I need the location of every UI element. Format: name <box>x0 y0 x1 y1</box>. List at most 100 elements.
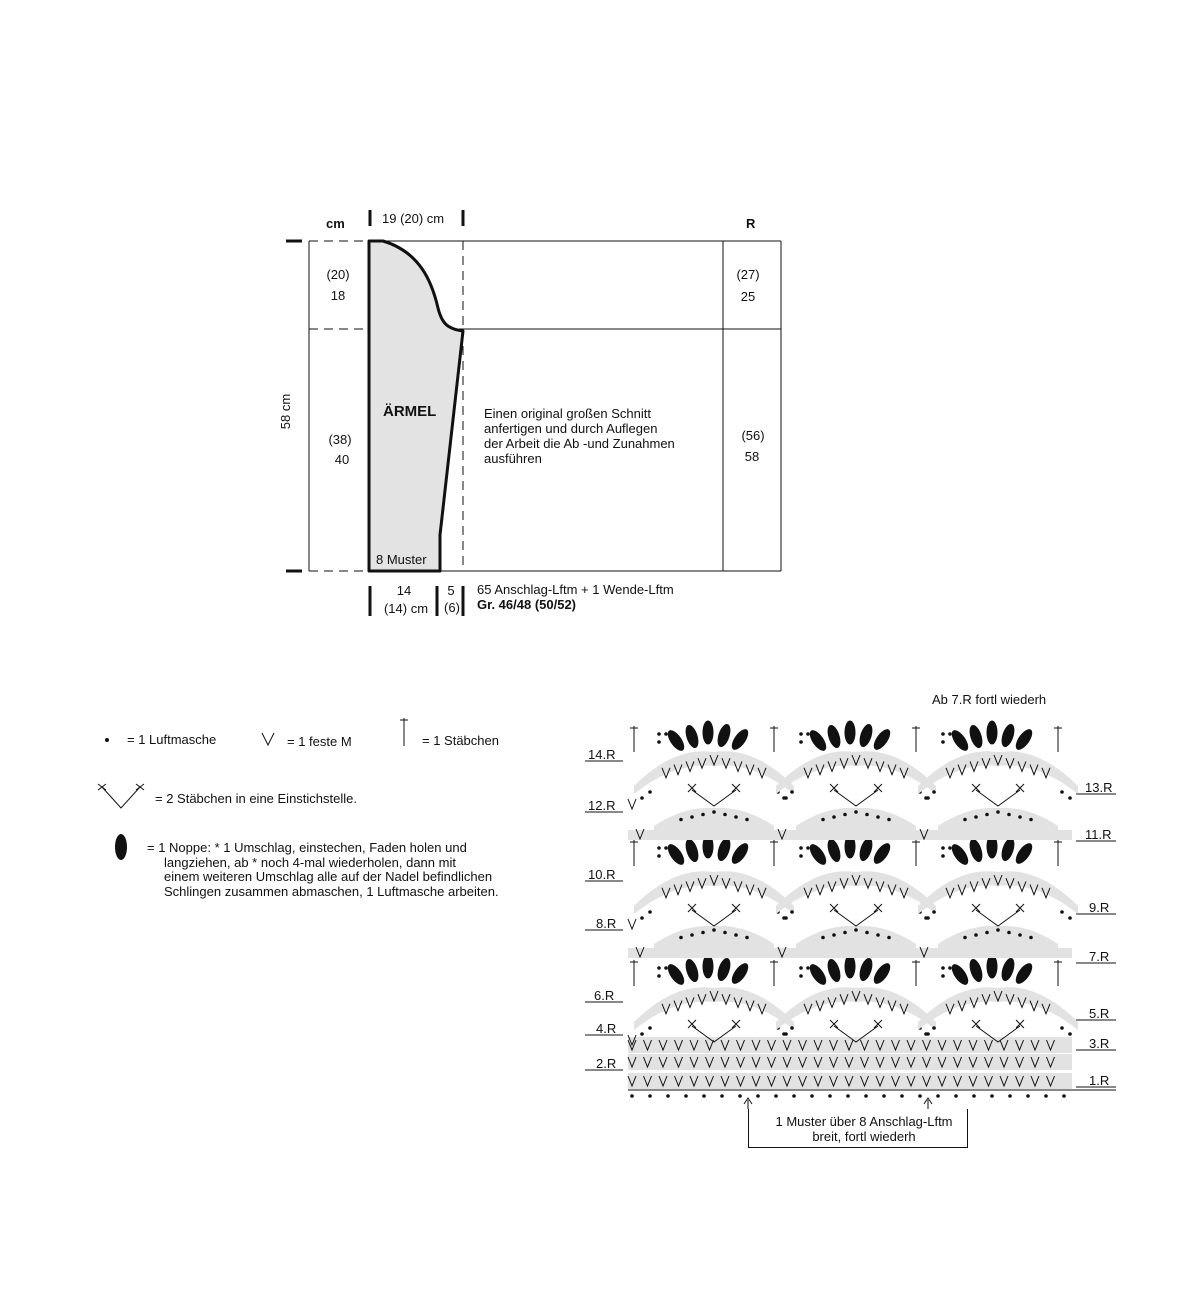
single-crochet <box>993 754 1003 767</box>
chain-stitch <box>843 930 847 935</box>
row-label-2: 2.R <box>596 1056 617 1071</box>
single-crochet <box>643 1039 652 1052</box>
chain-stitch <box>1060 790 1064 794</box>
single-crochet <box>860 1039 869 1052</box>
row-label-9: 9.R <box>1089 900 1110 915</box>
bobble <box>731 843 749 864</box>
single-crochet <box>1046 1056 1055 1069</box>
bobble <box>717 957 731 982</box>
single-crochet <box>685 761 695 773</box>
single-crochet <box>937 1056 947 1069</box>
legend-bobble-line-1: = 1 Noppe: * 1 Umschlag, einstechen, Fad… <box>147 840 467 855</box>
repeat-note: Ab 7.R fortl wiederh <box>932 692 1047 707</box>
chain-stitch <box>734 815 738 819</box>
bobble <box>844 720 856 745</box>
right-upper-alt: (27) <box>736 267 760 282</box>
single-crochet <box>875 761 885 773</box>
chain-stitch <box>1062 1094 1066 1098</box>
chain-stitch <box>1007 930 1011 935</box>
row-label-6: 6.R <box>594 988 615 1003</box>
instruction-line-3: der Arbeit die Ab -und Zunahmen <box>484 436 675 451</box>
wave-band <box>796 925 916 950</box>
single-crochet <box>899 767 909 780</box>
double-crochet-pair <box>833 789 879 807</box>
single-crochet <box>993 990 1003 1003</box>
row-label-1: 1.R <box>1089 1073 1110 1088</box>
chain-stitch <box>648 1094 652 1098</box>
bobble <box>969 958 983 983</box>
chain-stitch <box>657 740 661 744</box>
single-crochet <box>643 1075 652 1088</box>
chain-stitch <box>799 740 803 744</box>
chain-stitch <box>1007 812 1011 817</box>
height-label: 58 cm <box>278 393 294 430</box>
chain-stitch <box>918 1094 922 1098</box>
double-crochet-pair-mark <box>971 903 981 913</box>
single-crochet <box>627 918 637 931</box>
chain-stitch <box>782 916 786 920</box>
chain-count-text: 65 Anschlag-Lftm + 1 Wende-Lftm <box>477 582 674 597</box>
single-crochet <box>827 881 837 893</box>
single-crochet <box>851 874 861 887</box>
bobble <box>685 724 699 749</box>
two-double-crochet-icon <box>97 783 145 809</box>
wave-band <box>918 751 1078 794</box>
right-lower: 58 <box>744 449 760 464</box>
chain-stitch <box>941 732 945 736</box>
wave-band <box>776 751 936 794</box>
chain-stitch <box>1044 1094 1048 1098</box>
chain-stitch <box>702 1094 706 1098</box>
bobble <box>844 834 856 859</box>
bottom-width-a-alt: (14) cm <box>383 601 429 616</box>
single-crochet <box>767 1039 776 1052</box>
single-crochet <box>906 1056 916 1069</box>
instruction-line-4: ausführen <box>484 451 542 466</box>
double-crochet <box>1054 726 1062 752</box>
single-crochet <box>860 1056 869 1069</box>
single-crochet <box>957 764 967 776</box>
single-crochet-icon <box>261 732 275 747</box>
single-crochet <box>689 1056 699 1069</box>
single-crochet <box>721 878 731 890</box>
chain-stitch <box>936 1094 940 1098</box>
single-crochet <box>891 1056 900 1069</box>
single-crochet <box>658 1056 668 1069</box>
single-crochet <box>1030 1056 1040 1069</box>
muster-note-line-2: breit, fortl wiederh <box>812 1129 916 1144</box>
legend-bobble-line-3: einem weiteren Umschlag alle auf der Nad… <box>164 869 493 884</box>
chain-stitch <box>963 935 967 940</box>
chain-stitch <box>832 933 836 937</box>
single-crochet <box>697 994 707 1006</box>
chain-stitch <box>664 732 668 736</box>
single-crochet <box>1015 1075 1024 1088</box>
single-crochet <box>733 997 743 1009</box>
double-crochet-pair-mark <box>1015 903 1025 913</box>
single-crochet <box>767 1056 776 1069</box>
bobble <box>951 964 969 985</box>
wave-band <box>634 751 794 794</box>
single-crochet <box>815 764 825 776</box>
single-crochet <box>745 884 755 896</box>
single-crochet <box>860 1075 869 1088</box>
single-crochet <box>937 1075 947 1088</box>
chain-stitch <box>887 935 891 940</box>
single-crochet <box>953 1056 962 1069</box>
bottom-width-b: 5 <box>447 583 455 598</box>
single-crochet <box>827 761 837 773</box>
chain-stitch <box>985 812 989 817</box>
chain-stitch <box>948 732 952 736</box>
sleeve-schematic <box>286 210 782 616</box>
single-crochet <box>922 1075 931 1088</box>
bobble <box>873 729 891 750</box>
single-crochet <box>827 997 837 1009</box>
legend-single-crochet: = 1 feste M <box>287 734 352 749</box>
left-lower-alt: (38) <box>328 432 352 447</box>
bobble <box>859 957 873 982</box>
chain-stitch-icon <box>105 738 109 742</box>
single-crochet <box>839 994 849 1006</box>
chain-stitch <box>799 846 803 850</box>
bobble <box>1015 963 1033 984</box>
single-crochet <box>891 1039 900 1052</box>
single-crochet <box>969 881 979 893</box>
double-crochet-pair-mark <box>873 1019 883 1029</box>
